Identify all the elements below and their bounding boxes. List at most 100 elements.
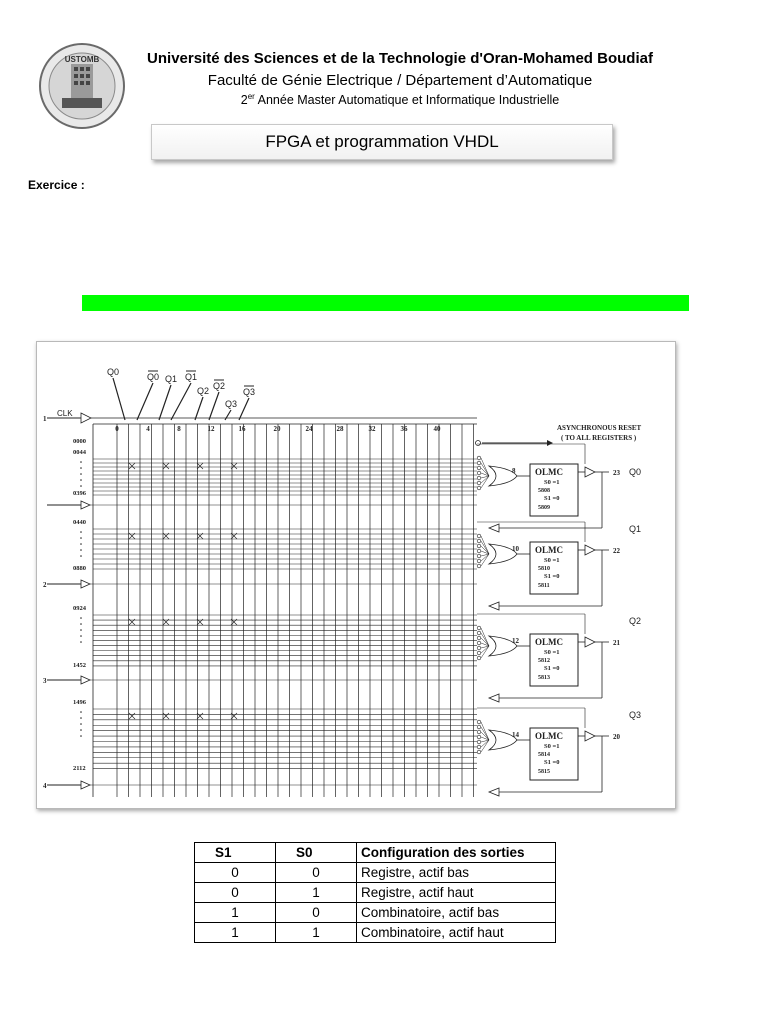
q-leader-line: [224, 409, 232, 421]
faculty-name: Faculté de Génie Electrique / Départemen…: [207, 72, 593, 89]
and-node: [476, 548, 482, 554]
or-input: [480, 475, 490, 489]
output-buffer: [584, 544, 596, 556]
olmc-s1-fuse: 5811: [538, 583, 550, 589]
or-input: [480, 736, 490, 741]
q-signal-label: Q2: [213, 381, 225, 391]
feedback-buffer: [487, 787, 500, 797]
cell-s1: 0: [194, 882, 276, 903]
fuse-mark: [162, 618, 170, 626]
olmc-input-number: 10: [512, 545, 520, 553]
ellipsis-dot: [80, 635, 82, 637]
olmc-s1: S1 =0: [544, 495, 559, 502]
input-buffer: [80, 500, 91, 510]
async-reset-sub: ( TO ALL REGISTERS ): [561, 434, 637, 442]
olmc-s1: S1 =0: [544, 573, 559, 580]
table-row: 0 0 Registre, actif bas: [194, 862, 556, 883]
and-node: [476, 729, 482, 735]
ellipsis-dot: [80, 555, 82, 557]
cell-s0: 1: [275, 882, 357, 903]
fuse-mark: [128, 462, 136, 470]
olmc-name: OLMC: [535, 467, 563, 477]
olmc-input-number: 14: [512, 731, 520, 739]
q-leader-line: [158, 384, 172, 421]
or-input: [480, 637, 490, 647]
row-address: 0440: [73, 519, 86, 526]
university-logo: USTOMB: [39, 43, 125, 129]
and-node: [476, 543, 482, 549]
or-input: [480, 721, 490, 741]
and-node: [476, 635, 482, 641]
or-input: [480, 731, 490, 741]
olmc-s0: S0 =1: [544, 557, 559, 564]
reset-arrow: [547, 440, 553, 446]
fuse-mark: [162, 712, 170, 720]
ellipsis-dot: [80, 479, 82, 481]
output-config-table: S1 S0 Configuration des sorties 0 0 Regi…: [194, 842, 556, 943]
fuse-mark: [230, 532, 238, 540]
q-signal-label: Q1: [165, 374, 177, 384]
fuse-mark: [128, 712, 136, 720]
olmc-block: [529, 633, 579, 687]
q-signal-label: Q2: [197, 386, 209, 396]
ellipsis-dot: [80, 485, 82, 487]
program-text: Année Master Automatique et Informatique…: [254, 93, 560, 108]
ellipsis-dot: [80, 537, 82, 539]
ellipsis-dot: [80, 461, 82, 463]
and-node: [476, 558, 482, 564]
exercise-label: Exercice :: [28, 178, 85, 192]
ellipsis-dot: [80, 543, 82, 545]
pin-number: 3: [43, 677, 47, 685]
or-gate: [487, 635, 518, 657]
output-q-label: Q3: [629, 710, 641, 720]
or-input: [480, 467, 490, 477]
olmc-s1: S1 =0: [544, 759, 559, 766]
university-name: Université des Sciences et de la Technol…: [147, 50, 653, 67]
or-input: [480, 535, 490, 555]
fuse-mark: [162, 532, 170, 540]
input-buffer: [80, 675, 91, 685]
row-address: 0000: [73, 438, 86, 445]
and-node: [476, 645, 482, 651]
output-pin-number: 23: [613, 469, 621, 477]
q-leader-line: [238, 397, 250, 421]
or-gate: [487, 729, 518, 751]
q-signal-label: Q0: [147, 372, 159, 382]
and-node: [476, 475, 482, 481]
output-q-label: Q1: [629, 524, 641, 534]
q-signal-label: Q3: [243, 387, 255, 397]
column-label: 20: [274, 425, 282, 433]
input-buffer: [80, 579, 91, 589]
or-input: [480, 627, 490, 647]
cell-s1: 0: [194, 862, 276, 883]
or-input: [480, 645, 490, 659]
feedback-buffer: [487, 601, 500, 611]
and-node: [476, 460, 482, 466]
or-gate: [487, 543, 518, 565]
column-label: 8: [177, 425, 181, 433]
cell-s0: 0: [275, 862, 357, 883]
or-gate: [487, 465, 518, 487]
header-s1: S1: [194, 842, 276, 863]
or-input: [480, 645, 490, 654]
async-reset-label: ASYNCHRONOUS RESET: [557, 424, 642, 432]
row-address: 2112: [73, 765, 86, 772]
ellipsis-dot: [80, 641, 82, 643]
fuse-mark: [196, 712, 204, 720]
cell-config: Registre, actif bas: [356, 862, 556, 883]
q-leader-line: [136, 382, 154, 421]
or-input: [480, 550, 490, 555]
output-pin-number: 20: [613, 733, 621, 741]
olmc-name: OLMC: [535, 545, 563, 555]
pin-number: 2: [43, 581, 47, 589]
and-node: [476, 749, 482, 755]
and-node: [476, 533, 482, 539]
olmc-block: [529, 727, 579, 781]
ellipsis-dot: [80, 735, 82, 737]
q-signal-label: Q3: [225, 399, 237, 409]
fuse-mark: [196, 618, 204, 626]
and-node: [476, 650, 482, 656]
olmc-name: OLMC: [535, 637, 563, 647]
